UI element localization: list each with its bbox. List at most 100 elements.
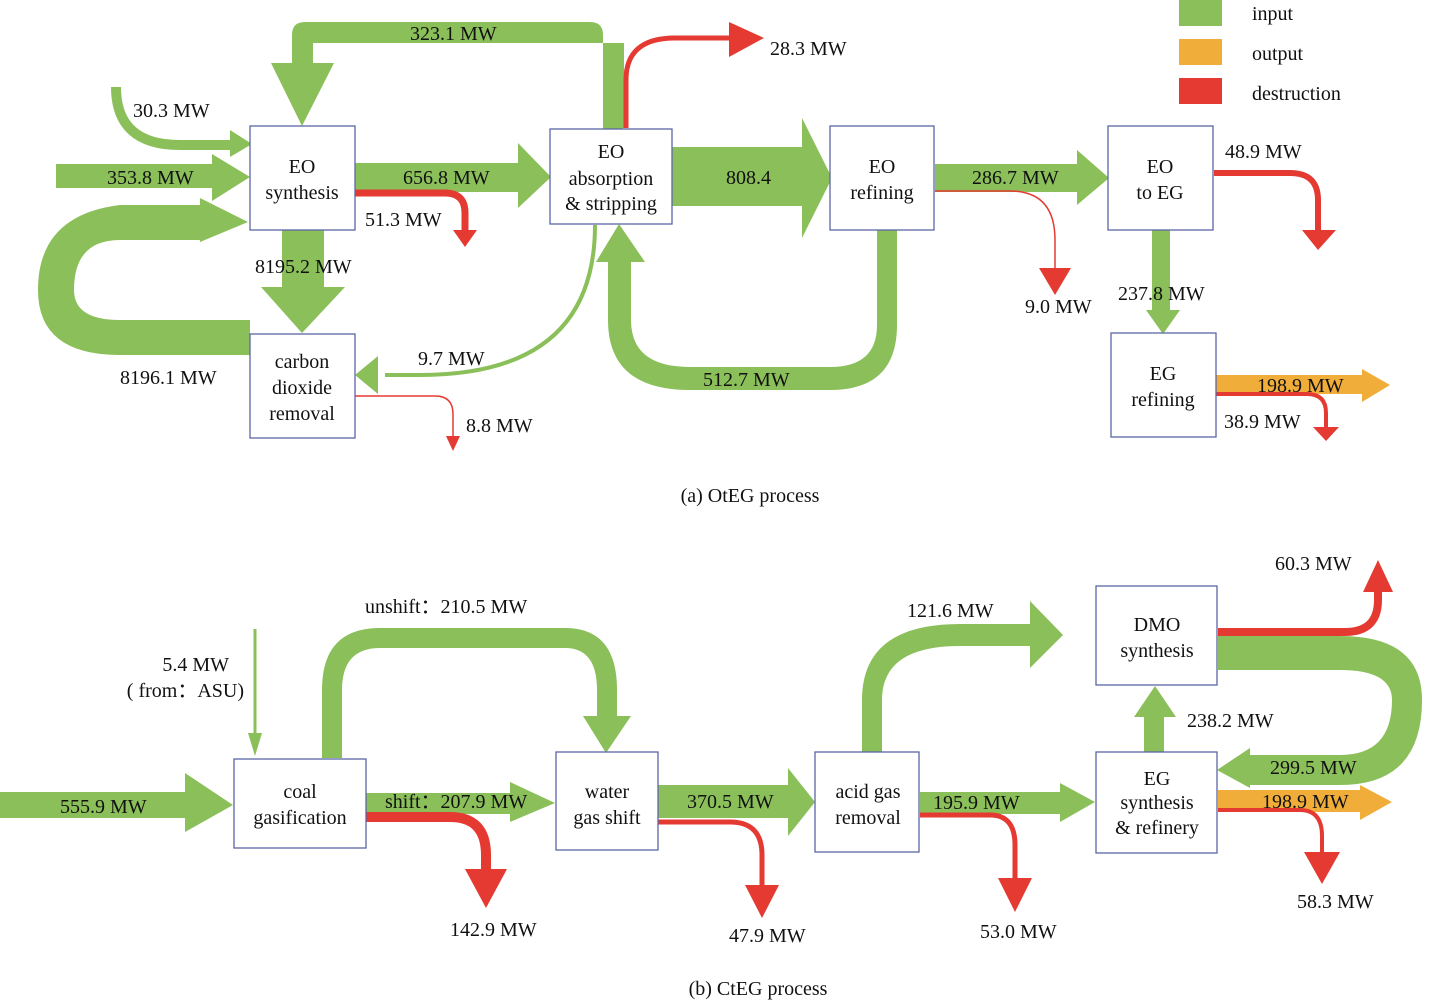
svg-text:removal: removal (835, 807, 901, 829)
flow-asu-in-head (248, 733, 262, 756)
flow-eg-destr-head (1304, 852, 1340, 884)
panel-a-oteg: EO synthesis EO absorption & stripping E… (38, 22, 1390, 507)
svg-text:DMO: DMO (1134, 614, 1181, 636)
flow-abs-to-ref (670, 118, 832, 238)
node-dmo-synthesis: DMO synthesis (1095, 585, 1218, 686)
flow-abs-destr (623, 35, 730, 128)
label-synth-to-abs: 656.8 MW (403, 167, 490, 189)
flow-gasif-destr-head (465, 869, 507, 908)
node-acid-gas-removal: acid gas removal (814, 751, 920, 853)
flow-eoeg-destr (1214, 170, 1321, 232)
label-agr-to-eg: 195.9 MW (933, 792, 1020, 814)
flow-abs-to-co2-head (355, 356, 378, 394)
svg-text:EO: EO (1147, 156, 1174, 178)
flow-wgs-destr (658, 819, 765, 888)
label-wgs-destr: 47.9 MW (729, 925, 806, 947)
flow-agr-to-eg (920, 783, 1095, 822)
label-in-353: 353.8 MW (107, 167, 194, 189)
flow-wgs-destr-head (745, 885, 779, 918)
panel-b-cteg: coal gasification water gas shift acid g… (0, 553, 1422, 1000)
node-eg-refining: EG refining (1110, 332, 1217, 438)
flow-ref-to-abs (596, 224, 897, 390)
svg-text:EG: EG (1150, 363, 1177, 385)
svg-text:synthesis: synthesis (1120, 792, 1194, 814)
flow-co2-to-synth (38, 198, 250, 355)
flow-ref-destr-head (1039, 268, 1071, 295)
svg-text:EG: EG (1144, 768, 1171, 790)
flow-co2-destr-head (446, 436, 460, 451)
flow-coal-in (0, 773, 233, 832)
node-eo-to-eg: EO to EG (1107, 125, 1214, 231)
label-wgs-to-agr: 370.5 MW (687, 791, 774, 813)
flow-agr-destr (920, 812, 1018, 880)
svg-text:gas shift: gas shift (573, 807, 641, 829)
label-shift: shift：207.9 MW (385, 791, 527, 813)
label-eg-to-dmo: 238.2 MW (1187, 710, 1274, 732)
flow-synth-destr (355, 189, 469, 232)
label-eg-destr: 58.3 MW (1297, 891, 1374, 913)
legend-swatch-destruction (1179, 78, 1222, 104)
legend: input output destruction (1179, 0, 1341, 105)
legend-label-output: output (1252, 43, 1304, 65)
flow-abs-destr-head (729, 22, 764, 57)
svg-text:refining: refining (850, 182, 913, 204)
label-in-30: 30.3 MW (133, 100, 210, 122)
caption-panel-b: (b) CtEG process (689, 978, 828, 1000)
label-ref-to-eoeg: 286.7 MW (972, 167, 1059, 189)
node-eg-synthesis: EG synthesis & refinery (1095, 751, 1218, 854)
label-co2-to-synth: 8196.1 MW (120, 367, 217, 389)
caption-panel-a: (a) OtEG process (681, 485, 820, 507)
flow-synth-to-co2 (261, 230, 345, 333)
svg-text:coal: coal (283, 781, 317, 803)
flow-in-353 (56, 154, 250, 201)
svg-text:EO: EO (598, 141, 625, 163)
svg-text:EO: EO (289, 156, 316, 178)
flow-synth-destr-head (453, 230, 477, 247)
flow-agr-to-dmo (862, 601, 1063, 752)
node-eo-absorption: EO absorption & stripping (549, 128, 673, 225)
svg-text:acid gas: acid gas (836, 781, 901, 803)
svg-text:synthesis: synthesis (1120, 640, 1194, 662)
svg-text:refining: refining (1131, 389, 1194, 411)
svg-text:absorption: absorption (569, 168, 653, 190)
label-synth-destr: 51.3 MW (365, 209, 442, 231)
flow-in-30 (111, 86, 232, 150)
label-agr-to-dmo: 121.6 MW (907, 600, 994, 622)
label-eoeg-destr: 48.9 MW (1225, 141, 1302, 163)
flow-unshift (322, 628, 631, 758)
flow-eg-destr (1218, 808, 1324, 855)
svg-text:to EG: to EG (1136, 182, 1183, 204)
svg-text:water: water (585, 781, 630, 803)
label-agr-destr: 53.0 MW (980, 921, 1057, 943)
svg-text:EO: EO (869, 156, 896, 178)
label-ref-to-abs: 512.7 MW (703, 369, 790, 391)
label-eg-out: 198.9 MW (1262, 791, 1349, 813)
svg-text:& stripping: & stripping (565, 193, 657, 215)
flow-co2-destr (355, 395, 454, 436)
label-dmo-destr: 60.3 MW (1275, 553, 1352, 575)
flow-dmo-to-eg (1217, 636, 1422, 788)
flow-eg-to-dmo (1134, 686, 1176, 752)
flow-egref-destr-head (1313, 427, 1339, 441)
label-dmo-to-eg: 299.5 MW (1270, 757, 1357, 779)
svg-text:gasification: gasification (253, 807, 346, 829)
legend-swatch-output (1179, 39, 1222, 65)
svg-text:& refinery: & refinery (1115, 817, 1199, 839)
label-gasif-destr: 142.9 MW (450, 919, 537, 941)
label-recycle-323: 323.1 MW (410, 23, 497, 45)
flow-egref-destr (1215, 392, 1328, 428)
label-synth-to-co2: 8195.2 MW (255, 256, 352, 278)
svg-text:carbon: carbon (275, 351, 329, 373)
flow-wgs-to-agr (658, 768, 815, 836)
flow-dmo-destr (1218, 588, 1382, 636)
label-asu-in: 5.4 MW (162, 654, 229, 676)
node-eo-refining: EO refining (829, 125, 935, 231)
label-eoeg-to-egref: 237.8 MW (1118, 283, 1205, 305)
label-unshift: unshift：210.5 MW (365, 596, 527, 618)
flow-in-30-head (230, 130, 252, 157)
label-egref-destr: 38.9 MW (1224, 411, 1301, 433)
node-co2-removal: carbon dioxide removal (249, 333, 356, 439)
node-coal-gasification: coal gasification (233, 758, 367, 849)
label-coal-in: 555.9 MW (60, 796, 147, 818)
